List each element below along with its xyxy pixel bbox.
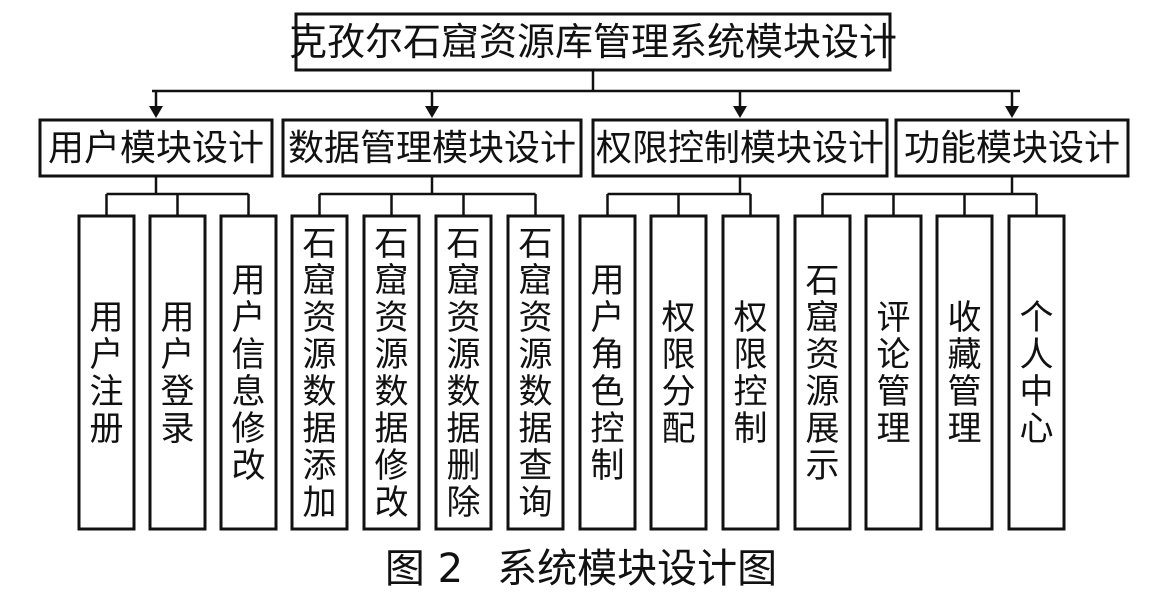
leaf-label-2-1: 权限分配 (662, 298, 696, 449)
leaf-box-1-2 (434, 214, 493, 531)
leaf-box-2-0 (578, 214, 637, 531)
arrow-head-0 (149, 106, 163, 118)
leaf-label-1-3: 石窟资源数据查询 (519, 224, 553, 523)
leaf-box-1-1 (362, 214, 421, 531)
leaf-box-2-2 (721, 214, 780, 531)
leaf-label-0-0: 用户注册 (90, 298, 124, 449)
leaf-box-0-0 (77, 214, 136, 531)
arrow-head-1 (425, 106, 439, 118)
module-box-3 (894, 118, 1130, 178)
leaf-box-2-1 (649, 214, 708, 531)
leaf-label-1-0: 石窟资源数据添加 (303, 224, 337, 523)
arrow-head-2 (733, 106, 747, 118)
leaf-label-3-0: 石窟资源展示 (806, 261, 840, 486)
leaf-box-3-1 (864, 214, 923, 531)
leaf-label-1-1: 石窟资源数据修改 (375, 224, 409, 523)
module-label-1: 数据管理模块设计 (288, 128, 576, 169)
module-label-3: 功能模块设计 (904, 128, 1120, 169)
caption-number: 图 2 (384, 546, 464, 592)
leaf-box-3-0 (793, 214, 852, 531)
caption-text: 系统模块设计图 (497, 546, 778, 592)
figure-caption: 图 2 系统模块设计图 (0, 543, 1162, 595)
module-label-0: 用户模块设计 (48, 128, 264, 169)
module-box-1 (281, 118, 583, 178)
leaf-box-1-3 (506, 214, 565, 531)
leaf-box-0-2 (219, 214, 278, 531)
leaf-box-3-3 (1007, 214, 1066, 531)
leaf-label-0-2: 用户信息修改 (232, 261, 266, 486)
module-label-2: 权限控制模块设计 (596, 128, 884, 169)
root-box (294, 12, 892, 72)
leaf-box-0-1 (148, 214, 207, 531)
module-box-0 (38, 118, 274, 178)
leaf-label-3-3: 个人中心 (1020, 298, 1054, 449)
leaf-box-3-2 (935, 214, 994, 531)
leaf-label-1-2: 石窟资源数据删除 (447, 224, 481, 523)
root-title: 克孜尔石窟资源库管理系统模块设计 (289, 20, 897, 64)
leaf-label-3-1: 评论管理 (877, 298, 911, 449)
leaf-label-2-0: 用户角色控制 (591, 261, 625, 486)
arrow-head-3 (1005, 106, 1019, 118)
leaf-box-1-0 (290, 214, 349, 531)
module-box-2 (591, 118, 889, 178)
leaf-label-2-2: 权限控制 (734, 298, 768, 449)
leaf-label-3-2: 收藏管理 (948, 298, 982, 449)
leaf-label-0-1: 用户登录 (161, 298, 195, 449)
